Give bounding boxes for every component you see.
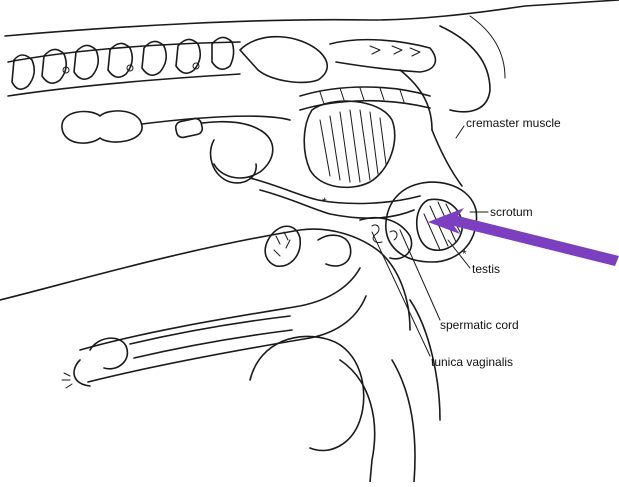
ureter	[142, 116, 290, 124]
bladder	[304, 101, 395, 187]
leader-cremaster	[456, 126, 464, 138]
asterisk-marker-1: *	[322, 195, 327, 209]
dorsal-body-outline	[5, 0, 619, 36]
hind-leg	[250, 336, 364, 450]
cremaster-muscle-line	[432, 130, 462, 186]
vertebral-column	[8, 37, 240, 96]
label-tunica-vaginalis: tunica vaginalis	[431, 355, 513, 369]
leader-testis	[448, 240, 470, 268]
kidney	[62, 111, 142, 143]
leader-spermatic-cord	[400, 230, 440, 320]
tail-outline	[440, 26, 490, 112]
label-scrotum: scrotum	[490, 205, 533, 219]
leader-tunica-vaginalis	[372, 232, 430, 356]
label-spermatic-cord: spermatic cord	[440, 318, 519, 332]
label-testis: testis	[472, 262, 500, 276]
label-cremaster-muscle: cremaster muscle	[466, 116, 561, 130]
bladder-hatching	[320, 110, 386, 182]
pelvis	[240, 37, 327, 83]
